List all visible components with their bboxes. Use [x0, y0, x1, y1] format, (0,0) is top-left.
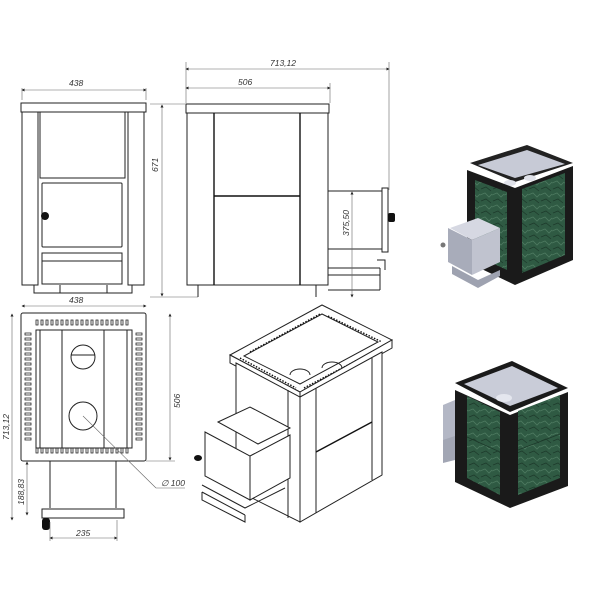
side-view: [150, 62, 395, 298]
side-vent-slots: [24, 332, 143, 441]
firebox-width-dim: 235: [75, 528, 90, 538]
height-dim: 671: [150, 158, 160, 172]
vent-slots: [35, 319, 129, 454]
front-width-dim: 438: [69, 78, 83, 88]
top-view: [10, 304, 185, 541]
front-view: [20, 88, 147, 294]
iso-handle-icon: [194, 455, 202, 461]
body-depth-dim: 506: [238, 77, 252, 87]
firebox-extension-dim: 188,83: [16, 479, 26, 505]
flue-diameter-dim: ∅ 100: [161, 478, 185, 488]
firebox-height-dim: 375,50: [341, 210, 351, 236]
firebox-handle-icon: [388, 213, 395, 222]
isometric-view: [194, 304, 394, 523]
overall-depth-dim: 713,12: [270, 58, 296, 68]
top-width-dim: 438: [69, 295, 83, 305]
chimney-outlet-icon: [70, 344, 96, 370]
render-with-firebox: [440, 145, 573, 288]
top-depth-dim: 506: [172, 394, 182, 408]
top-overall-depth-dim: 713,12: [1, 414, 11, 440]
render-compact: [443, 361, 568, 508]
door-handle-icon: [41, 212, 49, 220]
firebox-handle-top-icon: [42, 518, 50, 530]
